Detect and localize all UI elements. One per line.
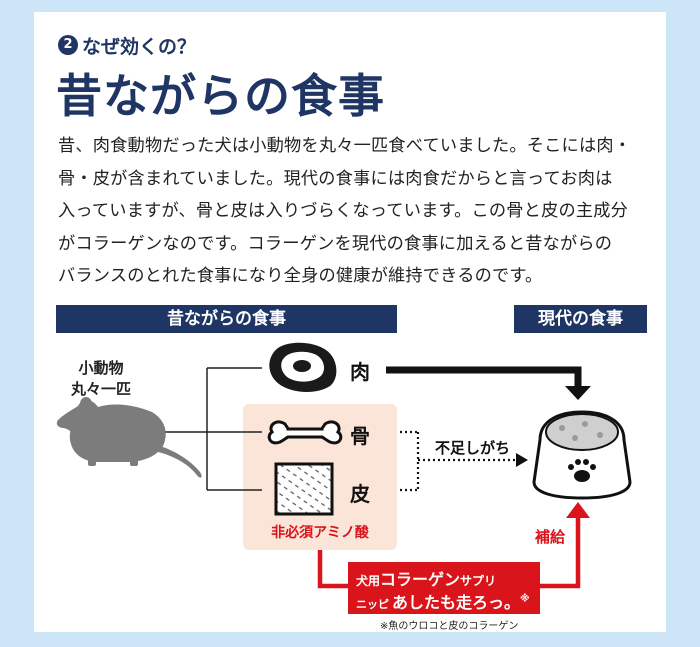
product-for-dogs: 犬用 [356, 574, 381, 588]
product-note-mark: ※ [520, 593, 530, 605]
small-animal-label: 小動物 丸々一匹 [60, 358, 142, 400]
traditional-diet-band: 昔ながらの食事 [56, 305, 397, 333]
body-line: 骨・皮が含まれていました。現代の食事には肉食だからと言ってお肉は [58, 168, 613, 189]
shortage-arrowhead [516, 453, 528, 467]
supply-arrow [317, 502, 590, 589]
meat-label: 肉 [350, 360, 370, 384]
body-line: がコラーゲンなのです。コラーゲンを現代の食事に加えると昔ながらの [58, 233, 613, 254]
section-subtitle: なぜ効くの？ [82, 36, 197, 58]
product-supplement: サプリ [460, 574, 497, 588]
small-animal-label-line1: 小動物 [78, 359, 124, 377]
paw-icon [568, 459, 596, 482]
skin-label: 皮 [350, 482, 370, 506]
connector-lines [150, 367, 262, 491]
section-title: 昔ながらの食事 [56, 69, 385, 123]
body-paragraph: 昔、肉食動物だった犬は小動物を丸々一匹食べていました。そこには肉・ 骨・皮が含ま… [58, 130, 648, 293]
skin-pattern-icon [274, 462, 334, 516]
nonessential-amino-acid-label: 非必須アミノ酸 [271, 525, 369, 541]
small-animal-label-line2: 丸々一匹 [70, 380, 131, 398]
product-name: あしたも走ろっ。 [392, 593, 521, 612]
dog-bowl-icon [532, 410, 632, 500]
product-brand: ニッピ [356, 598, 389, 611]
product-collagen: コラーゲン [380, 570, 461, 589]
bone-icon [267, 420, 343, 445]
shortage-label: 不足しがち [435, 439, 511, 457]
product-line1: 犬用コラーゲンサプリ [356, 566, 496, 590]
body-line: 入っていますが、骨と皮は入りづらくなっています。この骨と皮の主成分 [58, 201, 629, 221]
meat-steak-icon [269, 342, 337, 392]
product-line2: ニッピあしたも走ろっ。※ [356, 589, 530, 613]
modern-diet-band: 現代の食事 [514, 305, 647, 333]
section-number-badge: 2 [58, 35, 78, 55]
shortage-dotted-connector [400, 430, 516, 492]
bone-label: 骨 [350, 424, 370, 448]
body-line: バランスのとれた食事になり全身の健康が維持できるのです。 [58, 266, 543, 286]
body-line: 昔、肉食動物だった犬は小動物を丸々一匹食べていました。そこには肉・ [58, 136, 632, 156]
product-box: 犬用コラーゲンサプリ ニッピあしたも走ろっ。※ [348, 562, 540, 614]
footnote: ※魚のウロコと皮のコラーゲン [380, 621, 519, 632]
rat-silhouette-icon [56, 397, 202, 478]
meat-arrow [386, 366, 591, 400]
supply-label: 補給 [535, 528, 566, 546]
